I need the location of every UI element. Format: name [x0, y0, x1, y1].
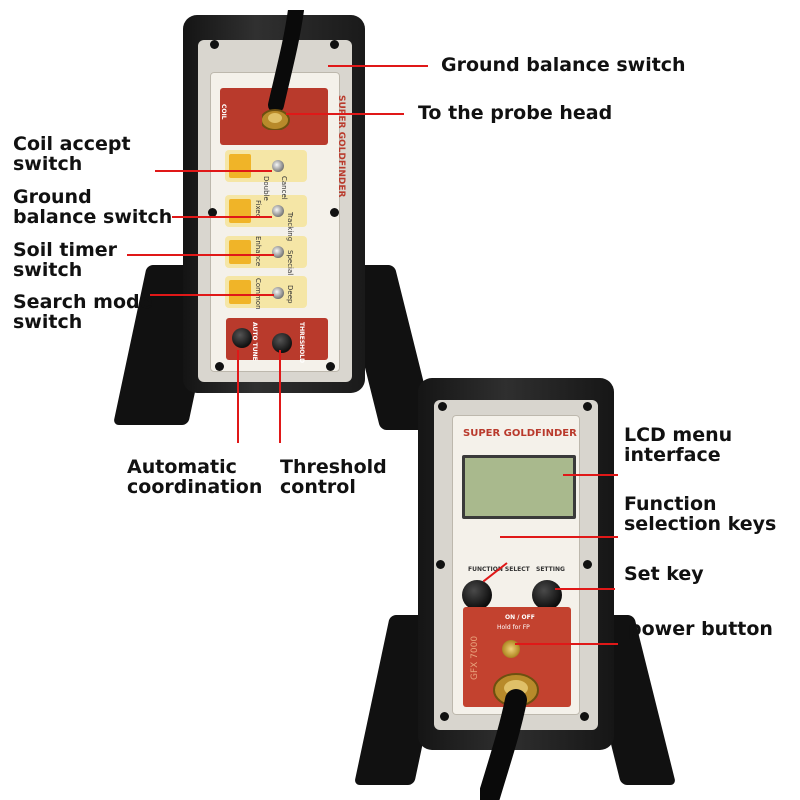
callout-power-button: power button [628, 618, 773, 640]
callout-line [328, 65, 428, 67]
screw [326, 362, 335, 371]
search-mode-toggle[interactable] [272, 287, 284, 299]
switch-option-text: Double [262, 176, 270, 201]
callout-automatic-coordination: Automatic coordination [127, 456, 263, 498]
switch-option-text: Special [286, 250, 294, 276]
screw [583, 560, 592, 569]
switch-option-text: Cancel [280, 176, 288, 200]
callout-line [237, 350, 239, 443]
switch-option-text: Deep [286, 285, 294, 304]
probe-cable [480, 673, 539, 800]
probe-cable [262, 10, 304, 130]
soil-timer-toggle[interactable] [272, 246, 284, 258]
callout-line [555, 588, 615, 590]
screw [440, 712, 449, 721]
switch-option-text: Enhance [254, 236, 262, 267]
callout-line [500, 536, 618, 538]
setting-key[interactable] [532, 580, 562, 610]
setting-label: SETTING [536, 566, 565, 573]
callout-line [127, 254, 274, 256]
lcd-screen [462, 455, 576, 519]
screw [580, 712, 589, 721]
coil-label: COIL [220, 104, 227, 120]
hold-for-fp-label: Hold for FP [497, 624, 530, 631]
ground-balance-toggle[interactable] [272, 205, 284, 217]
brand-logo: SUPER GOLDFINDER [336, 95, 346, 198]
callout-line [172, 216, 272, 218]
auto-tune-button[interactable] [232, 328, 252, 348]
callout-line [563, 474, 618, 476]
callout-threshold-control: Threshold control [280, 456, 387, 498]
model-label: GFX 7000 [470, 635, 480, 680]
threshold-knob[interactable] [272, 333, 292, 353]
callout-line [515, 643, 618, 645]
on-off-label: ON / OFF [505, 614, 535, 621]
screw [330, 40, 339, 49]
coil-accept-toggle[interactable] [272, 160, 284, 172]
coil-accept-tag [229, 154, 251, 178]
callout-lcd-menu: LCD menu interface [624, 424, 733, 466]
ground-balance-tag [229, 199, 251, 223]
screw [438, 402, 447, 411]
callout-line [150, 294, 274, 296]
soil-timer-tag [229, 240, 251, 264]
callout-soil-timer: Soil timer switch [13, 239, 118, 281]
screw [583, 402, 592, 411]
screw [436, 560, 445, 569]
callout-line [155, 170, 272, 172]
screw [210, 40, 219, 49]
threshold-label: THRESHOLD [298, 322, 305, 364]
auto-tune-label: AUTO TUNE [251, 322, 258, 361]
screw [215, 362, 224, 371]
callout-coil-accept: Coil accept switch [13, 133, 131, 175]
screw [208, 208, 217, 217]
search-mode-tag [229, 280, 251, 304]
callout-line [279, 350, 281, 443]
screw [330, 208, 339, 217]
callout-set-key: Set key [624, 563, 704, 585]
callout-line [286, 113, 404, 115]
function-select-key[interactable] [462, 580, 492, 610]
switch-option-text: Tracking [286, 212, 294, 242]
callout-function-keys: Function selection keys [624, 493, 777, 535]
callout-probe-head: To the probe head [418, 102, 613, 124]
callout-search-mode: Search mode switch [13, 291, 153, 333]
brand-logo: SUPER GOLDFINDER [463, 428, 577, 439]
callout-ground-balance-switch: Ground balance switch [441, 54, 686, 76]
callout-ground-balance: Ground balance switch [13, 186, 173, 228]
